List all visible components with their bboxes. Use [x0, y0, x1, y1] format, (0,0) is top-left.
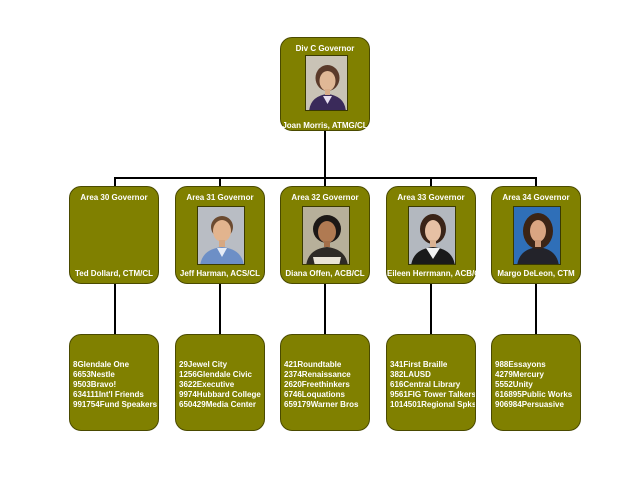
- portrait-eileen-herrmann: [408, 206, 456, 265]
- club-item: 2374Renaissance: [284, 370, 351, 379]
- area-33-name: Eileen Herrmann, ACB/CL: [387, 269, 485, 278]
- club-item: 9503Bravo!: [73, 380, 117, 389]
- area-34-title: Area 34 Governor: [502, 193, 570, 202]
- area-32-name: Diana Offen, ACB/CL: [285, 269, 365, 278]
- connector-area-33-clubs: [430, 283, 432, 335]
- area-32-club-list: 421Roundtable 2374Renaissance 2620Freeth…: [284, 360, 369, 410]
- club-item: 29Jewel City: [179, 360, 228, 369]
- club-item: 8Glendale One: [73, 360, 130, 369]
- area-32-title: Area 32 Governor: [291, 193, 359, 202]
- connector-area-34-drop: [535, 177, 537, 187]
- portrait-jeff-harman: [197, 206, 245, 265]
- connector-area-30-clubs: [114, 283, 116, 335]
- club-item: 6746Loquations: [284, 390, 345, 399]
- connector-governor-down: [324, 130, 326, 178]
- club-item: 5552Unity: [495, 380, 533, 389]
- connector-area-34-clubs: [535, 283, 537, 335]
- area-31-name: Jeff Harman, ACS/CL: [179, 269, 261, 278]
- club-item: 341First Braille: [390, 360, 448, 369]
- club-item: 3622Executive: [179, 380, 235, 389]
- club-item: 9561FIG Tower Talkers: [390, 390, 475, 399]
- area-31-box: Area 31 Governor Jeff Harman, ACS/CL: [175, 186, 265, 284]
- connector-area-32-drop: [324, 177, 326, 187]
- portrait-joan-morris: [305, 55, 348, 111]
- area-30-title: Area 30 Governor: [80, 193, 148, 202]
- club-item: 616895Public Works: [495, 390, 573, 399]
- club-item: 6653Nestle: [73, 370, 115, 379]
- area-30-box: Area 30 Governor Ted Dollard, CTM/CL: [69, 186, 159, 284]
- area-34-box: Area 34 Governor Margo DeLeon, CTM: [491, 186, 581, 284]
- area-32-clubs-box: 421Roundtable 2374Renaissance 2620Freeth…: [280, 334, 370, 431]
- club-item: 9974Hubbard College: [179, 390, 261, 399]
- area-33-box: Area 33 Governor Eileen Herrmann, ACB/CL: [386, 186, 485, 284]
- area-34-name: Margo DeLeon, CTM: [497, 269, 575, 278]
- club-item: 421Roundtable: [284, 360, 342, 369]
- governor-name: Joan Morris, ATMG/CL: [282, 121, 368, 130]
- club-item: 382LAUSD: [390, 370, 431, 379]
- club-item: 1014501Regional Spks: [390, 400, 475, 409]
- club-item: 616Central Library: [390, 380, 461, 389]
- governor-title: Div C Governor: [295, 44, 355, 53]
- area-30-clubs-box: 8Glendale One 6653Nestle 9503Bravo! 6341…: [69, 334, 159, 431]
- area-31-title: Area 31 Governor: [186, 193, 254, 202]
- club-item: 650429Media Center: [179, 400, 256, 409]
- club-item: 906984Persuasive: [495, 400, 564, 409]
- club-item: 4279Mercury: [495, 370, 544, 379]
- area-33-club-list: 341First Braille 382LAUSD 616Central Lib…: [390, 360, 475, 410]
- club-item: 1256Glendale Civic: [179, 370, 252, 379]
- portrait-diana-offen: [302, 206, 350, 265]
- connector-area-31-clubs: [219, 283, 221, 335]
- area-34-club-list: 988Essayons 4279Mercury 5552Unity 616895…: [495, 360, 580, 410]
- area-30-name: Ted Dollard, CTM/CL: [74, 269, 154, 278]
- area-34-clubs-box: 988Essayons 4279Mercury 5552Unity 616895…: [491, 334, 581, 431]
- area-33-clubs-box: 341First Braille 382LAUSD 616Central Lib…: [386, 334, 476, 431]
- area-31-clubs-box: 29Jewel City 1256Glendale Civic 3622Exec…: [175, 334, 265, 431]
- club-item: 659179Warner Bros: [284, 400, 359, 409]
- area-33-title: Area 33 Governor: [397, 193, 465, 202]
- connector-area-31-drop: [219, 177, 221, 187]
- area-32-box: Area 32 Governor Diana Offen, ACB/CL: [280, 186, 370, 284]
- club-item: 2620Freethinkers: [284, 380, 350, 389]
- club-item: 991754Fund Speakers: [73, 400, 158, 409]
- connector-area-32-clubs: [324, 283, 326, 335]
- governor-box: Div C Governor Joan Morris, ATMG/CL: [280, 37, 370, 131]
- area-30-club-list: 8Glendale One 6653Nestle 9503Bravo! 6341…: [73, 360, 158, 410]
- connector-area-30-drop: [114, 177, 116, 187]
- club-item: 988Essayons: [495, 360, 546, 369]
- connector-area-33-drop: [430, 177, 432, 187]
- portrait-margo-deleon: [513, 206, 561, 265]
- club-item: 634111Int'l Friends: [73, 390, 144, 399]
- area-31-club-list: 29Jewel City 1256Glendale Civic 3622Exec…: [179, 360, 264, 410]
